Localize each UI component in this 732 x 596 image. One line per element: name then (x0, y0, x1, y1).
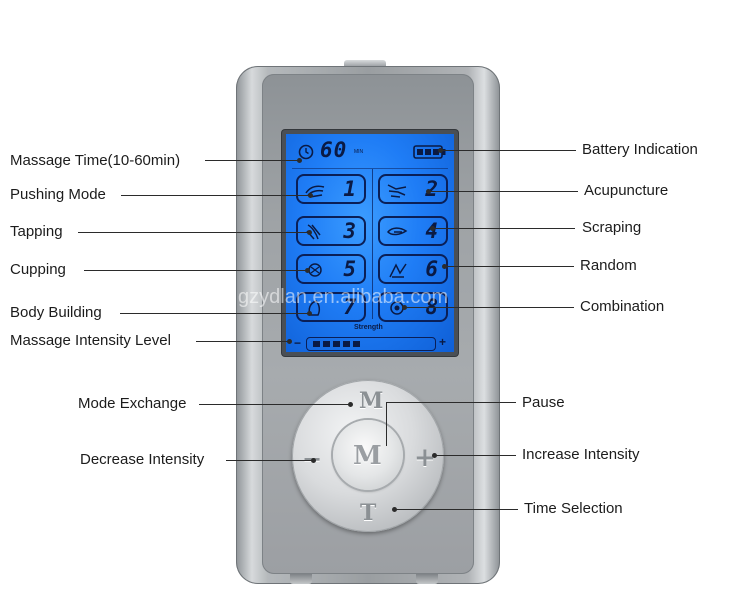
label-random: Random (580, 257, 637, 274)
label-time-selection: Time Selection (524, 500, 623, 517)
intensity-plus-sign: + (439, 335, 447, 349)
label-body-building: Body Building (10, 304, 102, 321)
leader-scraping (430, 226, 575, 231)
leader-increase-intensity (432, 453, 516, 458)
body-building-hand-icon (308, 300, 321, 316)
pause-button[interactable] (333, 420, 403, 490)
leader-acupuncture (426, 189, 578, 194)
leader-body-building (120, 311, 312, 316)
lcd-divider-center (372, 169, 373, 319)
scraping-hand-icon (386, 227, 408, 236)
mode-cell-1: 1 (296, 174, 366, 204)
leader-battery (438, 148, 576, 153)
leader-time-selection (392, 507, 518, 512)
leader-pushing-mode (121, 193, 313, 198)
leader-pause (386, 402, 516, 403)
label-pause: Pause (522, 394, 565, 411)
label-scraping: Scraping (582, 219, 642, 236)
watermark: gzydlan.en.alibaba.com (238, 286, 449, 308)
intensity-minus-sign: − (294, 336, 302, 350)
intensity-segment (323, 341, 330, 347)
output-jack-right (416, 574, 438, 584)
mode-cell-4: 4 (378, 216, 448, 246)
label-acupuncture: Acupuncture (584, 182, 669, 199)
mode-cell-7: 7 (296, 292, 366, 322)
label-combination: Combination (580, 298, 665, 315)
leader-pause-drop (386, 402, 387, 446)
label-tapping: Tapping (10, 223, 63, 240)
intensity-segment (353, 341, 360, 347)
timer-unit: MIN (354, 149, 364, 155)
intensity-segment (333, 341, 340, 347)
mode-cell-6: 6 (378, 254, 448, 284)
increase-button[interactable]: + (414, 443, 436, 473)
label-massage-time: Massage Time(10-60min) (10, 152, 181, 169)
label-intensity-level: Massage Intensity Level (10, 332, 171, 349)
leader-massage-time (205, 158, 302, 163)
timer-readout: 60 (320, 138, 348, 162)
leader-cupping (84, 268, 310, 273)
leader-intensity-level (196, 339, 292, 344)
label-increase-intensity: Increase Intensity (522, 446, 640, 463)
time-button[interactable]: T (360, 500, 377, 526)
clock-icon (298, 144, 314, 160)
mode-cell-5: 5 (296, 254, 366, 284)
power-button-top[interactable] (344, 60, 386, 68)
label-mode-exchange: Mode Exchange (78, 395, 187, 412)
intensity-segment (313, 341, 320, 347)
leader-combination (402, 305, 574, 310)
mode-button[interactable]: M (359, 388, 384, 414)
output-jack-left (290, 574, 312, 584)
label-cupping: Cupping (10, 261, 66, 278)
strength-label: Strength (354, 324, 383, 331)
label-pushing-mode: Pushing Mode (10, 186, 106, 203)
lcd-divider-top (292, 168, 448, 169)
acupuncture-hand-icon (387, 184, 407, 198)
leader-decrease-intensity (226, 458, 316, 463)
mode-cell-2: 2 (378, 174, 448, 204)
leader-tapping (78, 230, 312, 235)
label-decrease-intensity: Decrease Intensity (80, 451, 205, 468)
label-battery: Battery Indication (582, 141, 698, 158)
random-hand-icon (389, 263, 407, 278)
pause-button-glyph: M (353, 441, 382, 471)
leader-random (442, 264, 574, 269)
intensity-segment (343, 341, 350, 347)
leader-mode-exchange (199, 402, 353, 407)
intensity-bar (306, 337, 436, 351)
mode-cell-3: 3 (296, 216, 366, 246)
